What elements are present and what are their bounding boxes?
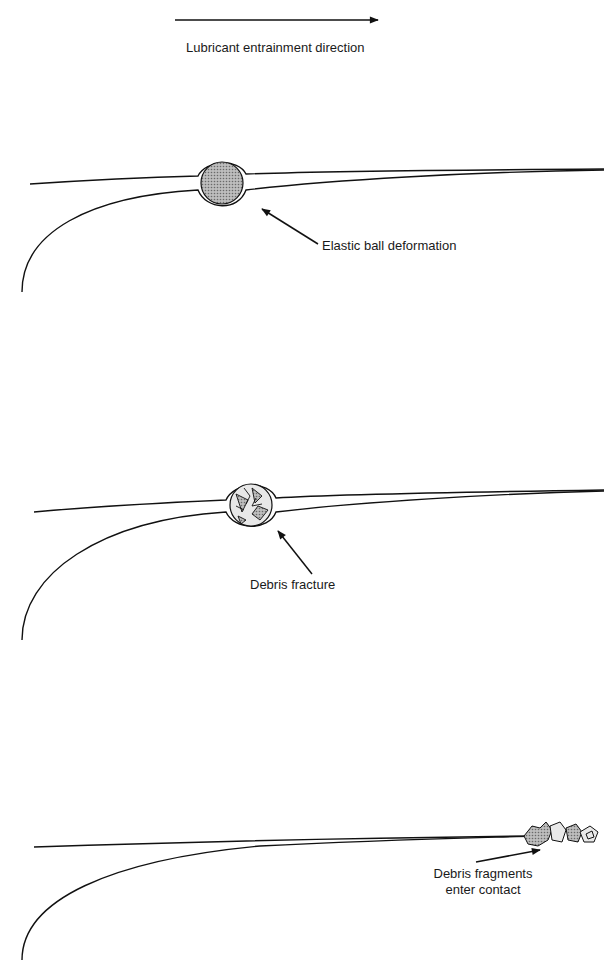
debris-fragments [524, 822, 598, 846]
lower-surface [22, 170, 604, 292]
elastic-ball [201, 162, 243, 204]
leader-arrow [476, 850, 540, 862]
callout-label: Elastic ball deformation [322, 238, 542, 254]
leader-arrow [278, 531, 312, 574]
callout-label: Debris fracture [250, 577, 410, 593]
direction-label: Lubricant entrainment direction [186, 40, 446, 56]
upper-surface [30, 163, 604, 184]
fractured-debris [230, 484, 272, 526]
leader-arrow [262, 209, 318, 244]
direction-arrow [175, 19, 378, 21]
lower-surface [22, 491, 604, 640]
callout-label: Debris fragments enter contact [424, 866, 542, 899]
lower-surface [22, 836, 535, 960]
